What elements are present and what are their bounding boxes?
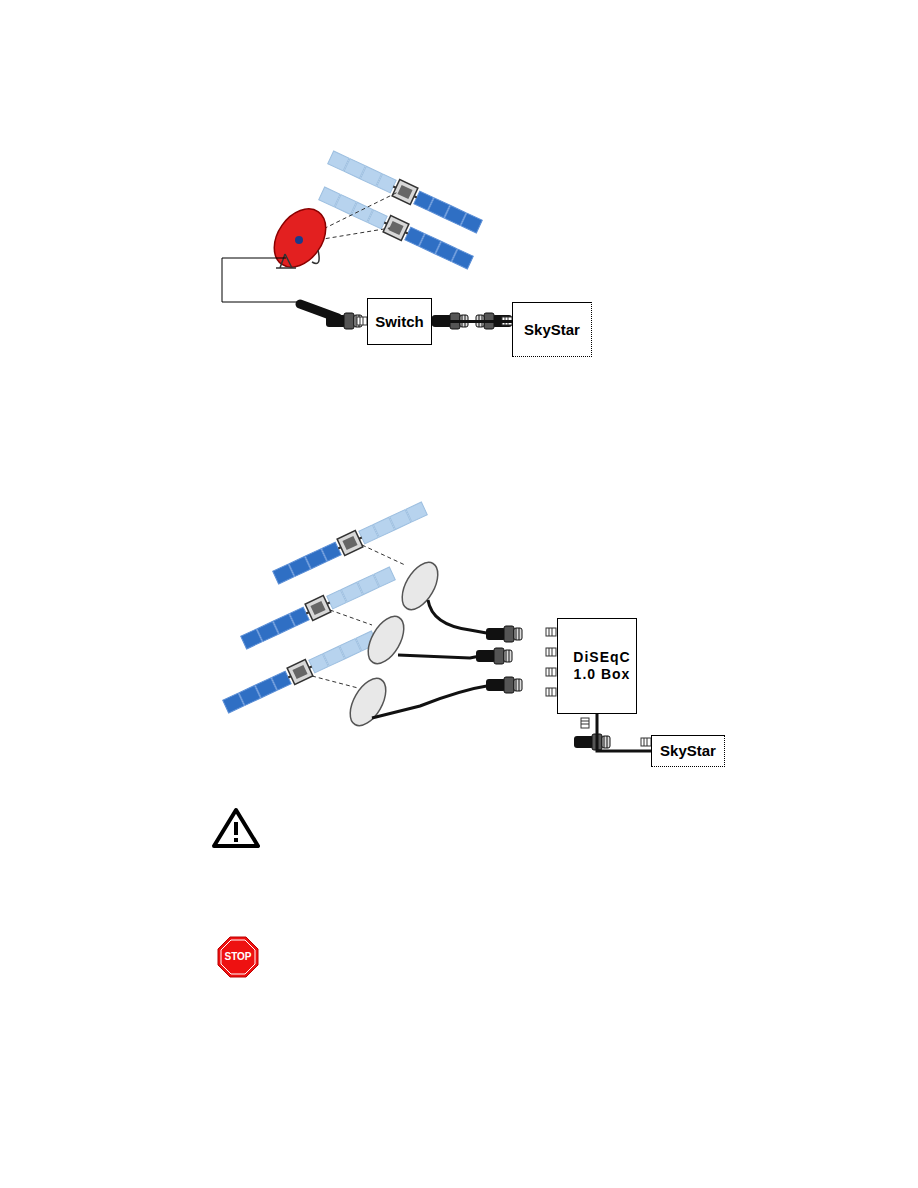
drawing-part <box>398 655 480 658</box>
drawing-part <box>372 685 492 718</box>
drawing-part <box>234 822 238 835</box>
drawing-part <box>581 718 589 728</box>
drawing-part <box>546 688 556 696</box>
drawing-part <box>546 628 556 636</box>
drawing-part <box>546 648 556 656</box>
drawing-part <box>476 648 512 664</box>
drawing-part <box>234 838 238 842</box>
drawing-part <box>218 937 258 977</box>
drawing-part <box>343 556 445 731</box>
diseqc-box: DiSEqC 1.0 Box <box>557 618 637 714</box>
drawing-part <box>486 626 522 642</box>
box-label: Switch <box>375 313 423 331</box>
drawing-part <box>343 672 393 731</box>
box-label: SkyStar <box>524 321 580 339</box>
drawing-part <box>312 250 319 264</box>
skystar-box: SkyStar <box>512 302 592 357</box>
stop-text: STOP <box>218 951 258 962</box>
box-label: DiSEqC 1.0 Box <box>568 649 636 683</box>
box-label: SkyStar <box>660 742 716 760</box>
drawing-part <box>222 258 300 302</box>
drawing-part <box>361 610 411 669</box>
coax-cable <box>432 320 512 323</box>
drawing-part <box>428 600 492 634</box>
drawing-part <box>295 236 303 244</box>
drawing-part <box>546 668 556 676</box>
switch-box: Switch <box>367 298 432 345</box>
warning-icon <box>214 810 258 846</box>
drawing-part <box>574 734 610 750</box>
drawing-part <box>486 677 522 693</box>
drawing-part <box>214 810 258 846</box>
drawing-part <box>641 738 651 746</box>
stop-sign <box>218 937 258 977</box>
drawing-part <box>372 600 492 718</box>
drawing-part <box>264 199 337 277</box>
coax-cable <box>597 714 651 751</box>
drawing-part <box>318 185 474 271</box>
drawing-part <box>276 254 296 268</box>
drawing-part <box>395 556 445 615</box>
drawing-part <box>272 500 428 586</box>
skystar-box: SkyStar <box>651 735 725 767</box>
drawing-part <box>357 317 367 325</box>
